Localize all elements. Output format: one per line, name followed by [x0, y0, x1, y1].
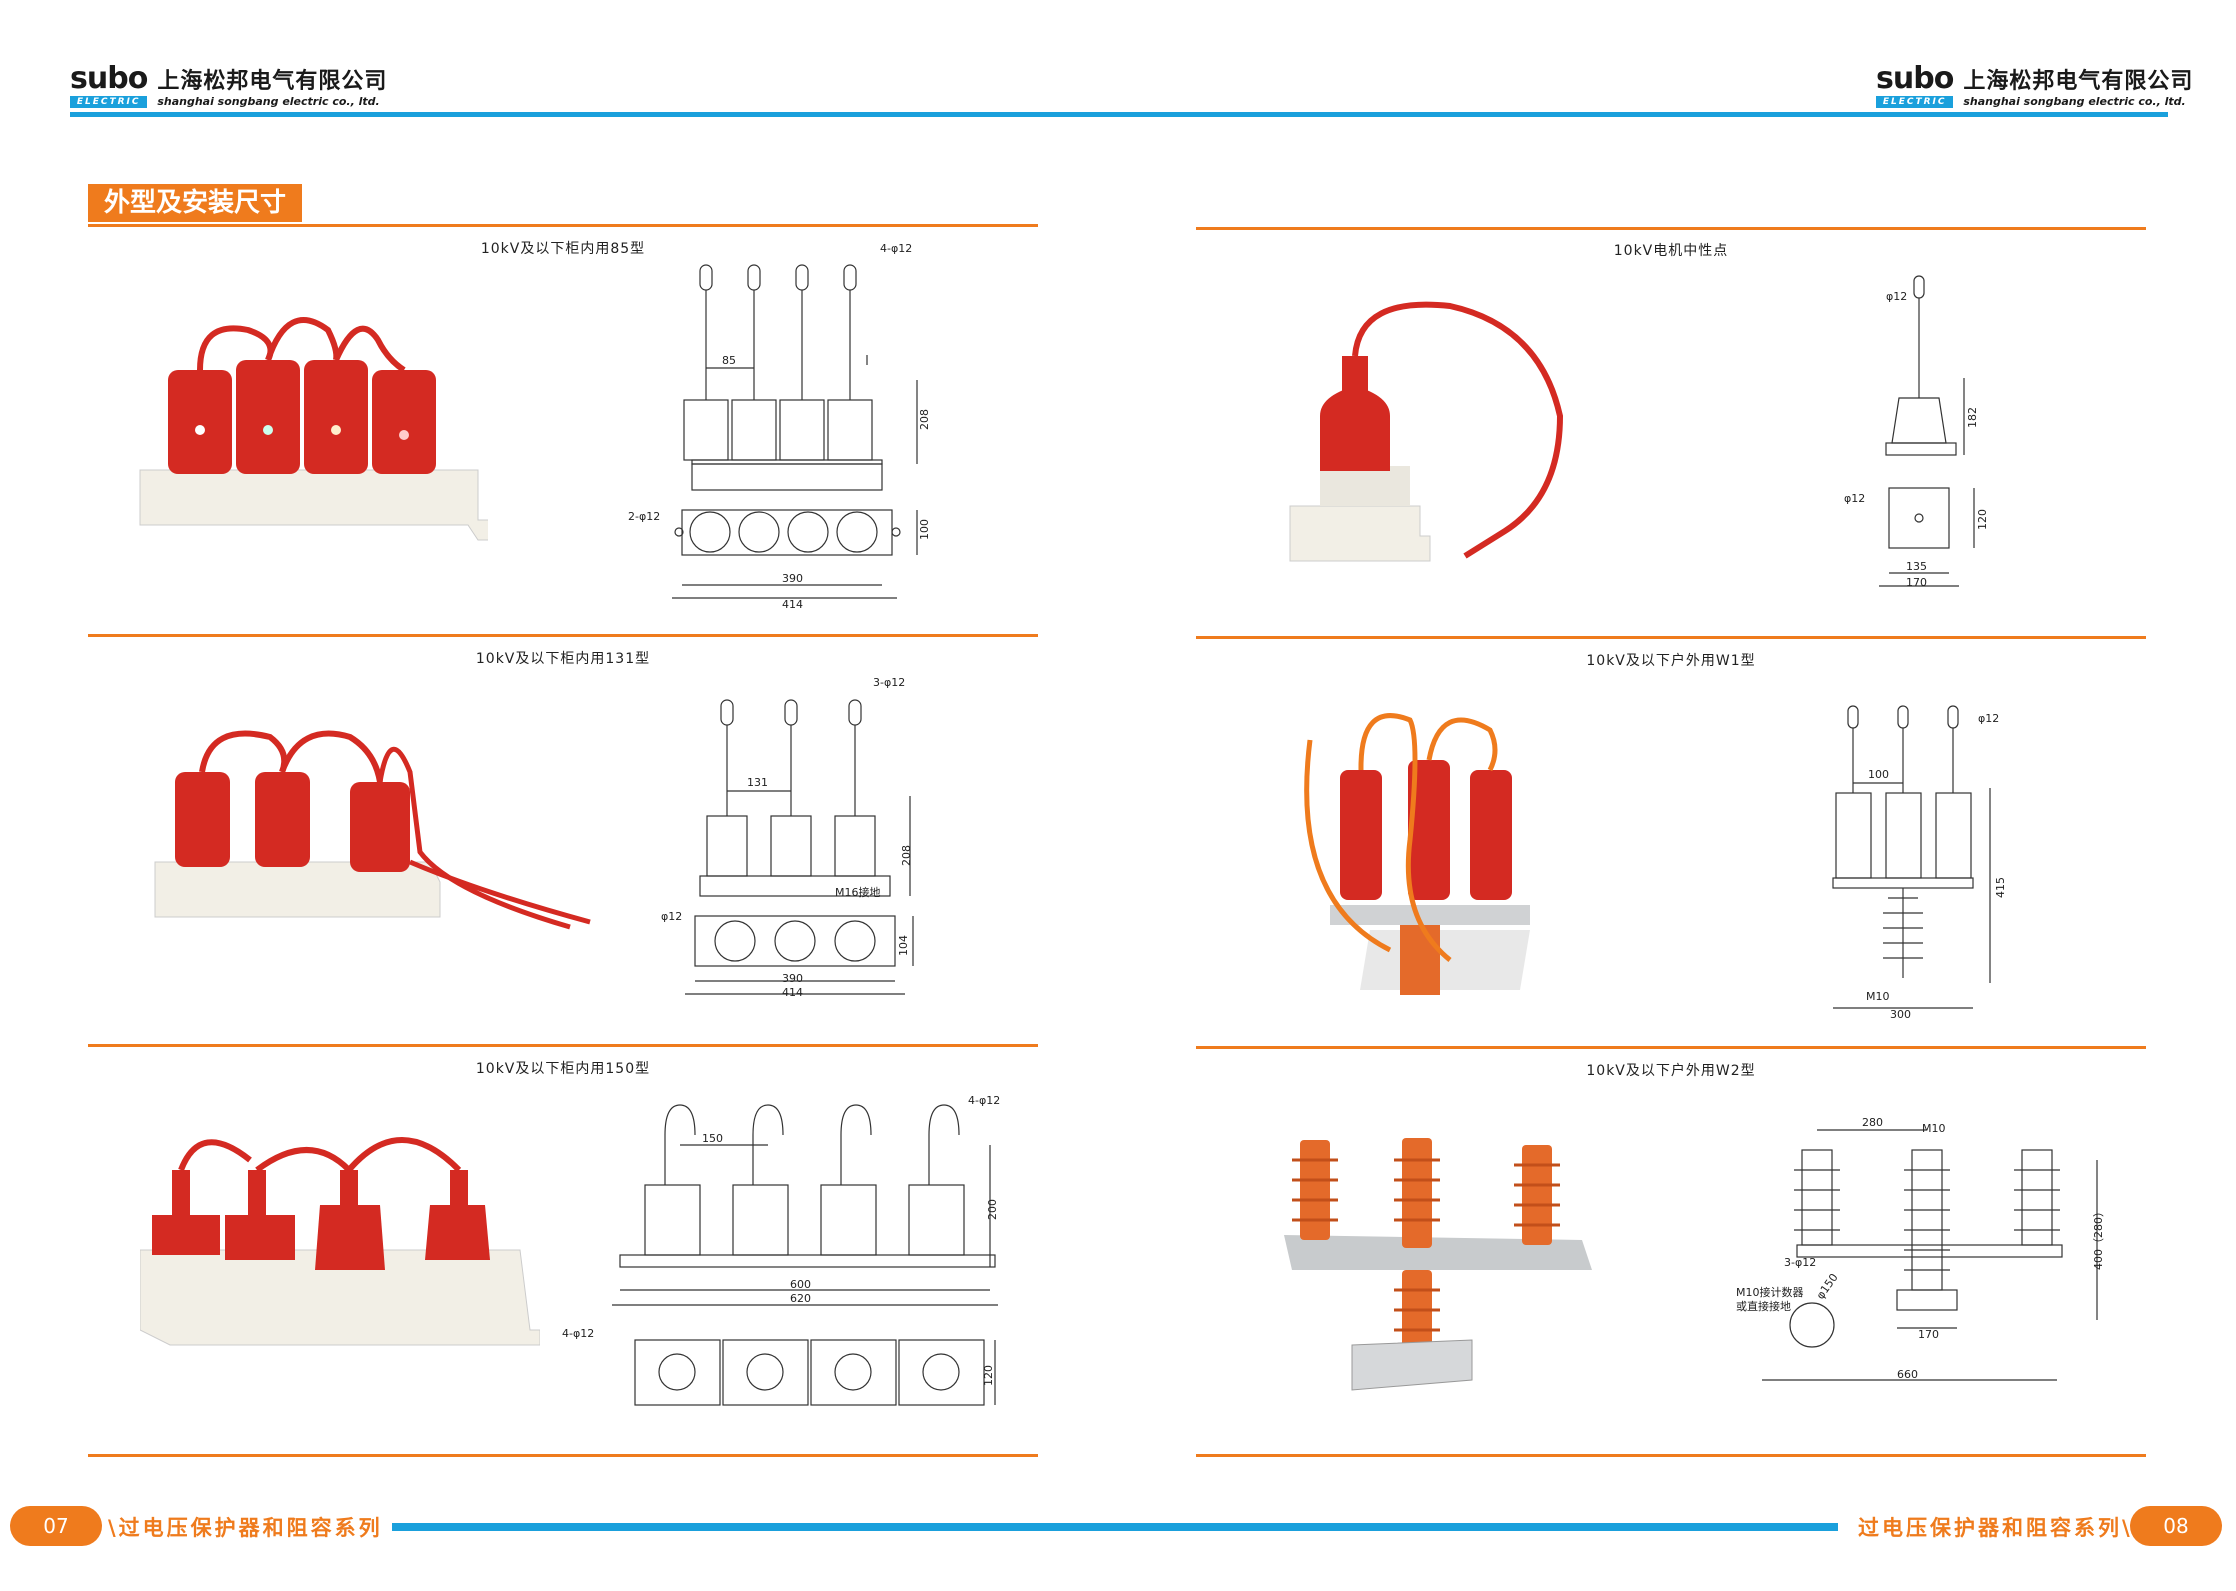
- dim-label: M16接地: [835, 886, 881, 899]
- divider: [1196, 227, 2146, 230]
- dim-label: 131: [747, 776, 768, 789]
- drawing-w1: φ12 100 415 M10 300: [1818, 698, 2018, 1023]
- panel-title-150: 10kV及以下柜内用150型: [475, 1061, 651, 1077]
- dim-label: φ12: [661, 910, 682, 923]
- dim-label: 200: [986, 1199, 999, 1220]
- header-rule: [70, 112, 2168, 117]
- product-photo-131: [150, 712, 600, 962]
- dim-label: 208: [918, 409, 931, 430]
- dim-label: 135: [1906, 560, 1927, 573]
- dim-label: 620: [790, 1292, 811, 1305]
- dim-label: 120: [1976, 509, 1989, 530]
- dim-label: 4-φ12: [562, 1327, 594, 1340]
- divider: [88, 1044, 1038, 1047]
- dim-label: 120: [982, 1365, 995, 1386]
- dim-label: φ12: [1844, 492, 1865, 505]
- footer-rule: [392, 1523, 1838, 1531]
- panel-title-131: 10kV及以下柜内用131型: [475, 651, 651, 667]
- divider: [88, 634, 1038, 637]
- dim-label: 182: [1966, 407, 1979, 428]
- dim-label: 3-φ12: [1784, 1256, 1816, 1269]
- footer-series-left: \过电压保护器和阻容系列: [108, 1516, 383, 1540]
- dim-label: 414: [782, 986, 803, 999]
- company-name-cn: 上海松邦电气有限公司: [1963, 69, 2194, 94]
- company-name-en: shanghai songbang electric co., ltd.: [157, 95, 380, 108]
- dim-label: 150: [702, 1132, 723, 1145]
- divider: [88, 1454, 1038, 1457]
- drawing-85: 4-φ12 85 208 2-φ12 100 390 414: [622, 240, 962, 610]
- brand-sub: ELECTRIC: [1876, 96, 1954, 108]
- page-number-left: 07: [10, 1506, 102, 1546]
- brand-mark: subo: [70, 61, 148, 96]
- divider: [1196, 636, 2146, 639]
- drawing-w2: 280 M10 400（280） 3-φ12 φ150 M10接计数器 或直接接…: [1722, 1110, 2122, 1400]
- dim-label: 280: [1862, 1116, 1883, 1129]
- dim-label: φ12: [1978, 712, 1999, 725]
- product-photo-w2: [1282, 1130, 1602, 1400]
- brand-sub: ELECTRIC: [70, 96, 148, 108]
- dim-label: M10接计数器: [1736, 1286, 1804, 1299]
- dim-label: 390: [782, 972, 803, 985]
- page-number-right: 08: [2130, 1506, 2222, 1546]
- dim-label: 414: [782, 598, 803, 610]
- divider: [1196, 1046, 2146, 1049]
- dim-label: 4-φ12: [880, 242, 912, 255]
- product-photo-w1: [1290, 700, 1540, 1000]
- drawing-131: 3-φ12 131 208 M16接地 φ12 104 390 414: [655, 676, 955, 1006]
- drawing-motor: φ12 182 φ12 120 135 170: [1834, 268, 2004, 598]
- company-name-cn: 上海松邦电气有限公司: [157, 69, 388, 94]
- dim-label: φ150: [1814, 1271, 1841, 1302]
- logo-right: subo ELECTRIC 上海松邦电气有限公司 shanghai songba…: [1876, 64, 2193, 108]
- dim-label: 85: [722, 354, 736, 367]
- product-photo-85: [138, 300, 488, 550]
- dim-label: 104: [897, 935, 910, 956]
- dim-label: 3-φ12: [873, 676, 905, 689]
- dim-label: 170: [1906, 576, 1927, 589]
- dim-label: φ12: [1886, 290, 1907, 303]
- dim-label: 390: [782, 572, 803, 585]
- drawing-150: 4-φ12 150 200 600 620 4-φ12 120: [560, 1090, 1020, 1410]
- dim-label: M10: [1866, 990, 1890, 1003]
- dim-label: 400（280）: [2092, 1206, 2105, 1270]
- panel-title-w1: 10kV及以下户外用W1型: [1586, 653, 1756, 669]
- dim-label: 170: [1918, 1328, 1939, 1341]
- dim-label: 或直接接地: [1736, 1299, 1791, 1313]
- divider: [88, 224, 1038, 227]
- logo-left: subo ELECTRIC 上海松邦电气有限公司 shanghai songba…: [70, 64, 387, 108]
- footer-series-right: 过电压保护器和阻容系列\: [1858, 1516, 2133, 1540]
- dim-label: 100: [918, 519, 931, 540]
- company-name-en: shanghai songbang electric co., ltd.: [1963, 95, 2186, 108]
- divider: [1196, 1454, 2146, 1457]
- panel-title-motor: 10kV电机中性点: [1613, 243, 1729, 259]
- dim-label: 100: [1868, 768, 1889, 781]
- dim-label: 300: [1890, 1008, 1911, 1021]
- section-title: 外型及安装尺寸: [88, 184, 303, 222]
- dim-label: 660: [1897, 1368, 1918, 1381]
- product-photo-motor: [1280, 296, 1580, 576]
- panel-title-w2: 10kV及以下户外用W2型: [1586, 1063, 1756, 1079]
- dim-label: 600: [790, 1278, 811, 1291]
- dim-label: 4-φ12: [968, 1094, 1000, 1107]
- product-photo-150: [140, 1130, 540, 1350]
- brand-mark: subo: [1876, 61, 1954, 96]
- dim-label: 2-φ12: [628, 510, 660, 523]
- panel-title-85: 10kV及以下柜内用85型: [480, 241, 646, 257]
- dim-label: M10: [1922, 1122, 1946, 1135]
- dim-label: 415: [1994, 877, 2007, 898]
- dim-label: 208: [900, 845, 913, 866]
